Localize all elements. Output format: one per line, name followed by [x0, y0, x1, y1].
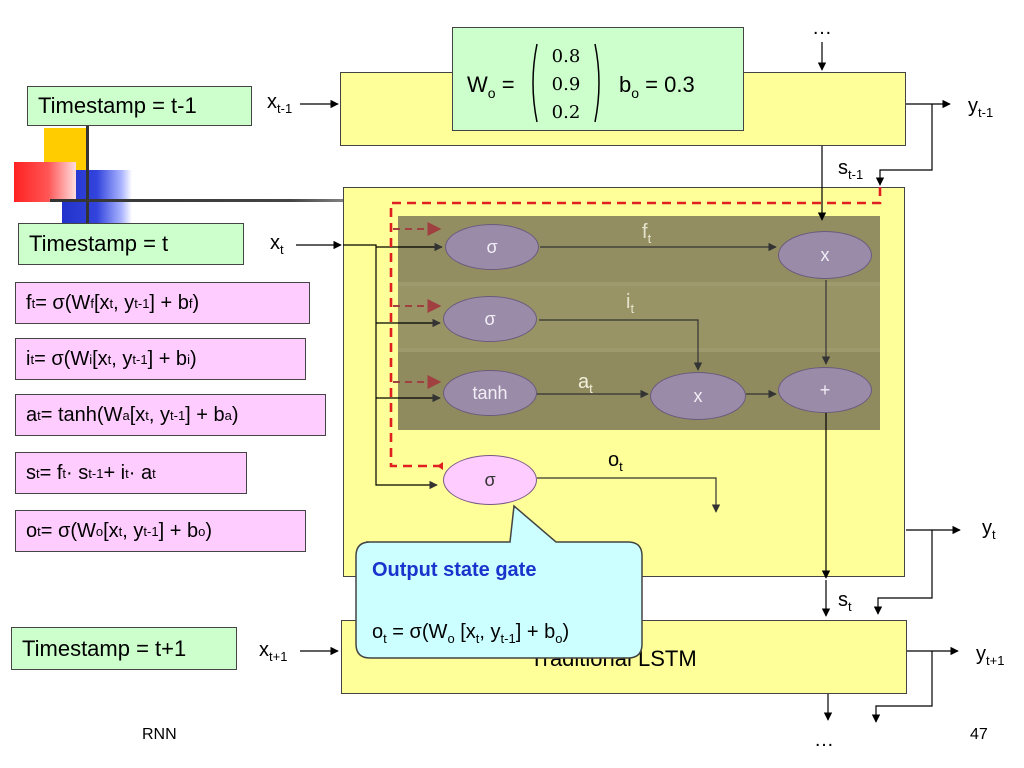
callout-bubble — [355, 504, 643, 659]
forget-multiply-node: x — [778, 231, 872, 279]
label-x-next: xt+1 — [259, 639, 288, 664]
ellipsis-bottom: … — [814, 729, 834, 751]
weights-box: Wo = 0.8 0.9 0.2 bo = 0.3 — [452, 27, 744, 131]
wo-value-1: 0.9 — [552, 74, 581, 95]
callout-title: Output state gate — [372, 559, 537, 581]
label-y-prev: yt-1 — [968, 95, 994, 120]
ellipsis-top: … — [812, 17, 832, 39]
timestamp-curr: Timestamp = t — [18, 223, 244, 265]
input-multiply-node: x — [650, 372, 746, 420]
label-ot: ot — [608, 449, 623, 474]
bo-value: = 0.3 — [645, 72, 695, 97]
label-x-prev: xt-1 — [267, 91, 293, 116]
footer-left: RNN — [142, 726, 177, 743]
callout-equation: ot = σ(Wo [xt, yt-1] + bo) — [372, 621, 570, 646]
input-gate-sigma-node: σ — [443, 296, 537, 342]
label-ft: ft — [642, 221, 652, 246]
page-number: 47 — [970, 726, 988, 743]
timestamp-prev: Timestamp = t-1 — [27, 86, 252, 126]
label-s-prev: st-1 — [838, 157, 864, 182]
bo-label: b — [619, 72, 632, 97]
decor-vertical-line — [86, 126, 89, 226]
wo-value-2: 0.2 — [552, 102, 581, 123]
decor-red-square — [14, 162, 76, 202]
wo-label: W — [467, 72, 488, 97]
forget-gate-sigma-node: σ — [445, 224, 539, 270]
wo-value-0: 0.8 — [552, 46, 581, 67]
tanh-node: tanh — [443, 370, 537, 416]
timestamp-next: Timestamp = t+1 — [11, 627, 237, 670]
label-y-curr: yt — [982, 517, 996, 542]
label-it: it — [626, 291, 635, 316]
output-gate-sigma-node: σ — [443, 455, 537, 505]
label-at: at — [578, 371, 593, 396]
label-s-curr: st — [838, 589, 852, 614]
wo-equals: = — [501, 72, 515, 97]
label-y-next: yt+1 — [976, 643, 1005, 668]
decor-horizontal-line — [50, 199, 350, 202]
wo-matrix: 0.8 0.9 0.2 — [532, 43, 600, 123]
sum-node: + — [778, 367, 872, 413]
label-x-curr: xt — [270, 232, 284, 257]
